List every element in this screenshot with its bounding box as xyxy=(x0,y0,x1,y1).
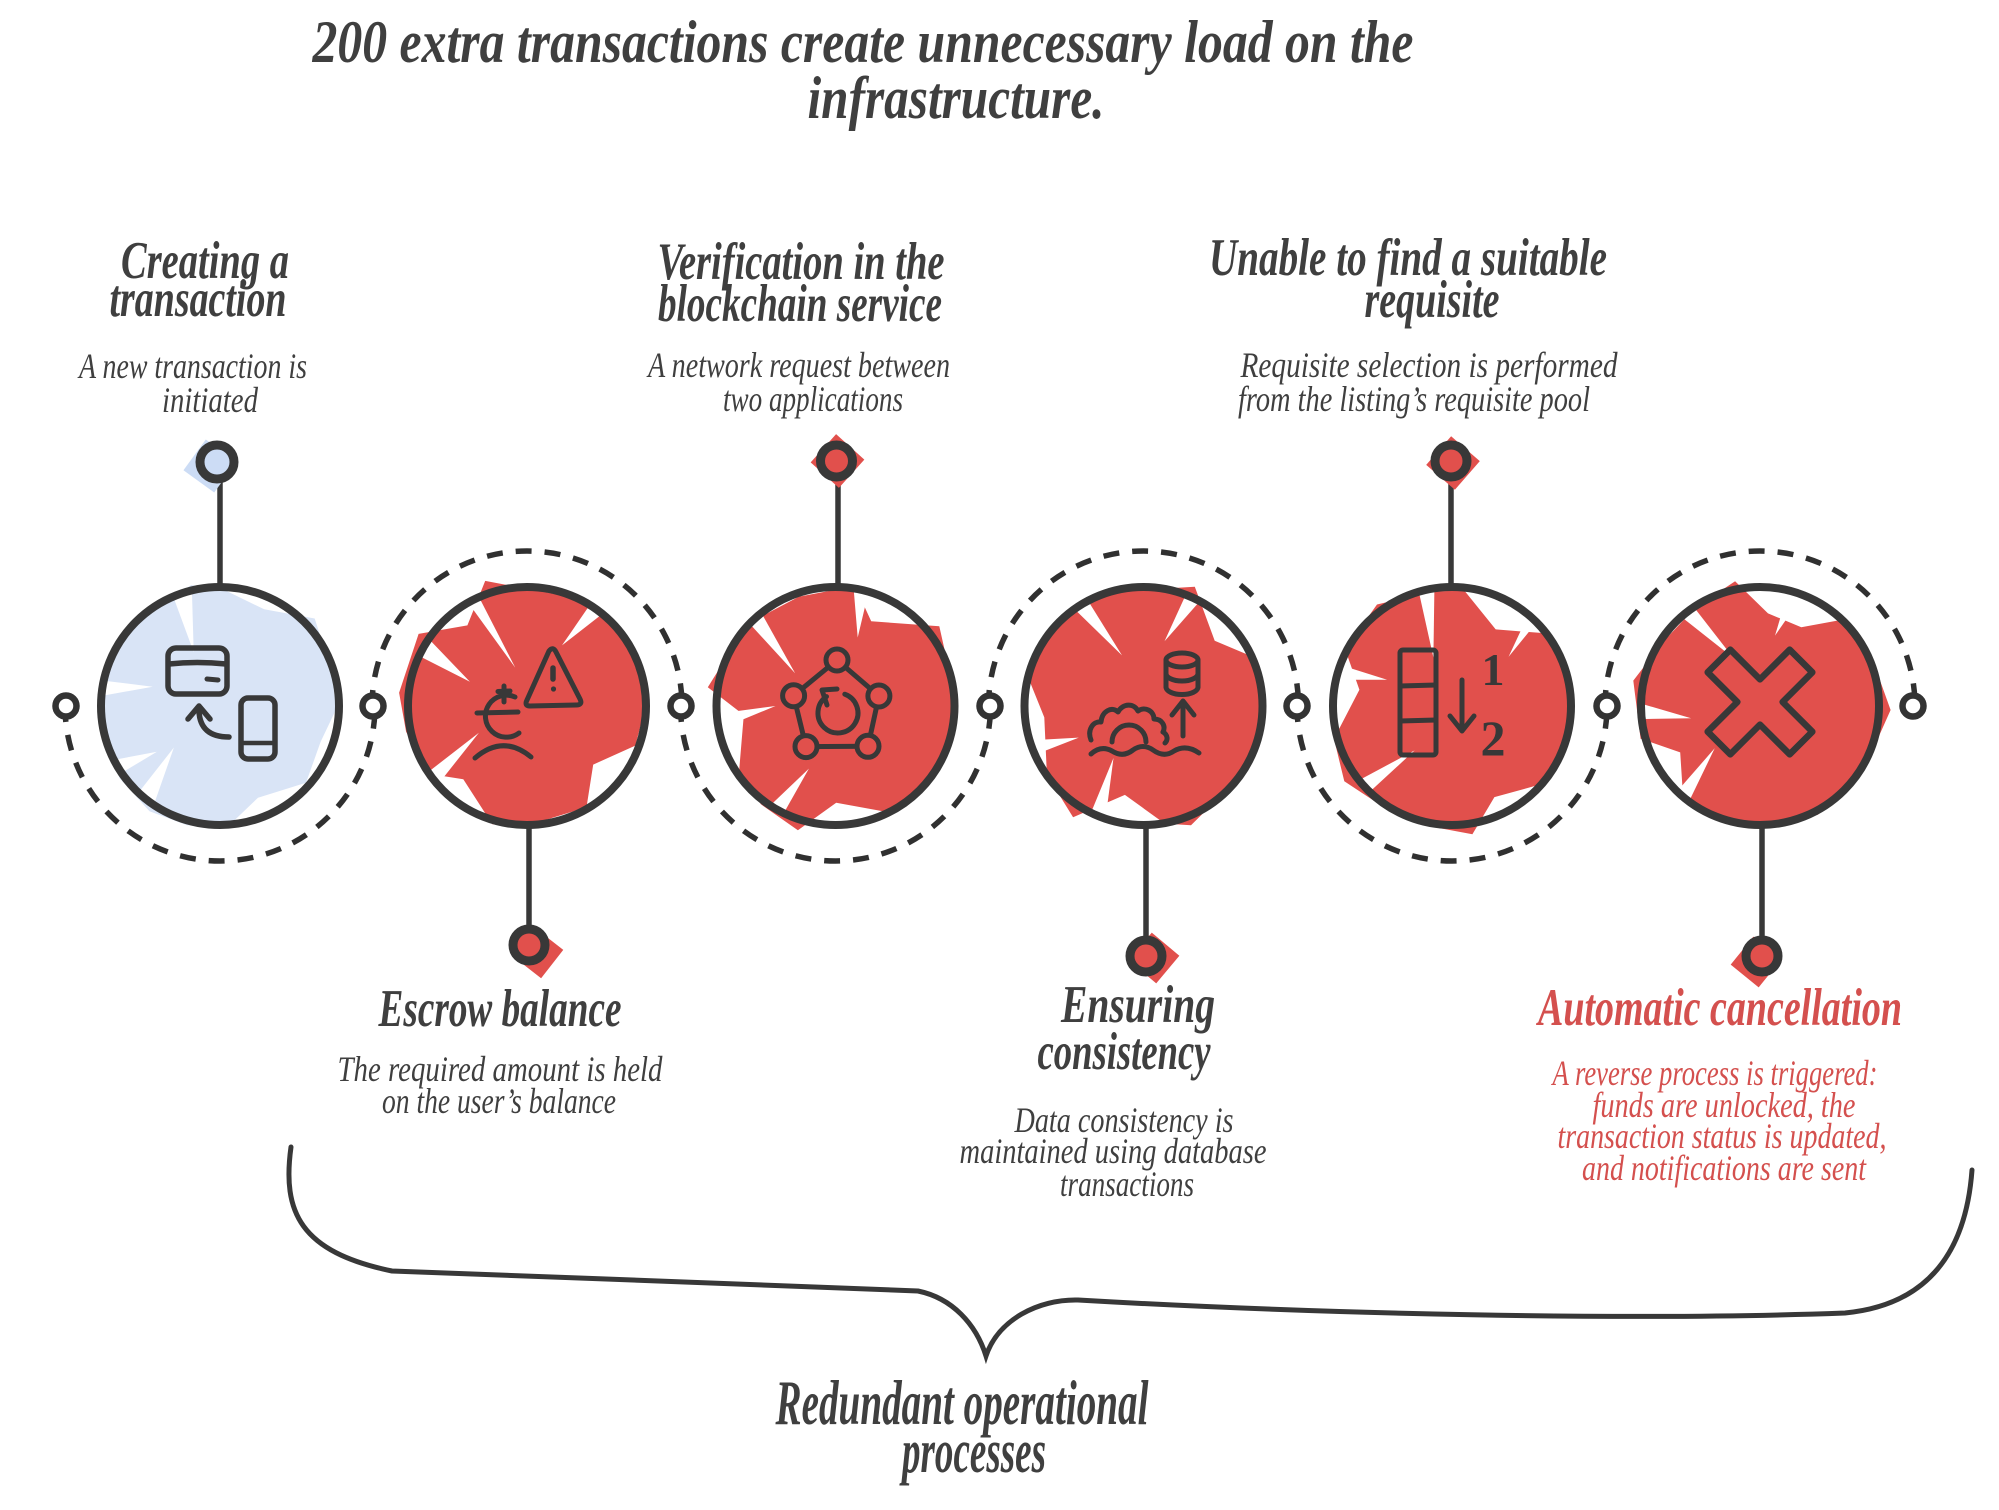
svg-text:and notifications are sent: and notifications are sent xyxy=(1582,1148,1867,1188)
svg-text:from the listing’s requisite p: from the listing’s requisite pool xyxy=(1238,379,1590,419)
svg-text:initiated: initiated xyxy=(162,380,259,420)
svg-text:consistency: consistency xyxy=(1038,1023,1211,1081)
svg-text:transaction: transaction xyxy=(110,270,287,328)
svg-text:two applications: two applications xyxy=(723,379,903,419)
svg-text:A new transaction is: A new transaction is xyxy=(77,346,307,386)
svg-text:2: 2 xyxy=(1481,710,1506,766)
svg-text:transaction status is updated,: transaction status is updated, xyxy=(1558,1116,1887,1156)
svg-text:200 extra transactions create: 200 extra transactions create unnecessar… xyxy=(312,9,1414,75)
svg-text:funds are unlocked, the: funds are unlocked, the xyxy=(1593,1085,1856,1125)
svg-text:1: 1 xyxy=(1482,644,1505,695)
svg-text:Creating a: Creating a xyxy=(121,232,289,290)
svg-text:Ensuring: Ensuring xyxy=(1060,976,1215,1034)
svg-text:Redundant operational: Redundant operational xyxy=(775,1367,1149,1438)
svg-text:infrastructure.: infrastructure. xyxy=(808,65,1105,131)
svg-text:transactions: transactions xyxy=(1060,1164,1194,1204)
svg-text:Verification in the: Verification in the xyxy=(658,233,945,291)
svg-text:Automatic cancellation: Automatic cancellation xyxy=(1536,979,1902,1037)
svg-text:processes: processes xyxy=(899,1418,1046,1486)
svg-text:Escrow balance: Escrow balance xyxy=(378,980,622,1038)
svg-text:Requisite selection is perform: Requisite selection is performed xyxy=(1240,345,1619,385)
svg-text:A reverse process is triggered: A reverse process is triggered: xyxy=(1551,1053,1877,1093)
svg-text:Data consistency is: Data consistency is xyxy=(1014,1100,1234,1140)
svg-text:blockchain service: blockchain service xyxy=(658,275,942,333)
svg-text:on the user’s balance: on the user’s balance xyxy=(382,1081,616,1121)
svg-text:The required amount is held: The required amount is held xyxy=(338,1049,664,1089)
svg-text:Unable to find a suitable: Unable to find a suitable xyxy=(1209,229,1607,287)
svg-text:requisite: requisite xyxy=(1365,271,1500,329)
svg-text:maintained using database: maintained using database xyxy=(960,1131,1267,1171)
svg-text:A network request between: A network request between xyxy=(646,345,950,385)
